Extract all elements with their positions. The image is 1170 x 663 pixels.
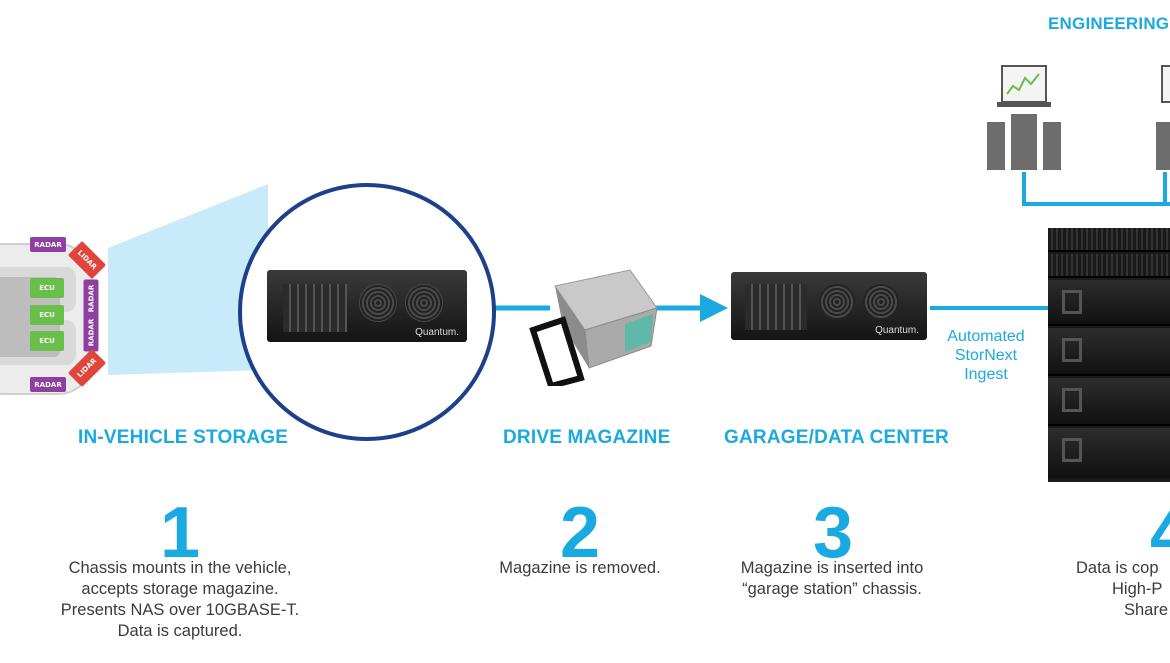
arrow-head-icon — [700, 294, 728, 322]
step-4-number: 4 — [1150, 497, 1170, 569]
drive-magazine-image — [529, 269, 658, 386]
rack-unit — [1048, 428, 1170, 478]
in-vehicle-chassis: Quantum. — [267, 270, 467, 342]
radar-tag-right-1: RADAR — [83, 279, 99, 318]
ingest-note: Automated StorNext Ingest — [940, 327, 1032, 384]
fan-icon — [405, 284, 443, 322]
step-2-description: Magazine is removed. — [460, 558, 700, 579]
garage-chassis: Quantum. — [731, 272, 927, 340]
rack-unit — [1048, 378, 1170, 426]
rack-unit — [1048, 228, 1170, 252]
ecu-tag-1: ECU — [30, 278, 64, 298]
engineering-heading: ENGINEERING — [1048, 14, 1170, 33]
description-line: Magazine is inserted into — [740, 559, 924, 577]
ecu-tag-3: ECU — [30, 331, 64, 351]
description-line: Data is captured. — [117, 622, 243, 640]
brand-label: Quantum. — [415, 327, 459, 338]
description-line: Presents NAS over 10GBASE-T. — [60, 601, 300, 619]
storage-rack — [1048, 228, 1170, 482]
rack-unit — [1048, 328, 1170, 376]
ingest-note-line: StorNext — [954, 347, 1018, 364]
step-3-heading: GARAGE/DATA CENTER — [724, 427, 949, 448]
ecu-tag-2: ECU — [30, 305, 64, 325]
fan-icon — [863, 284, 899, 320]
workstation-icon — [987, 65, 1061, 170]
rack-unit — [1048, 254, 1170, 278]
step-4-description: Data is cop High-P Share — [1076, 558, 1170, 621]
step-3-description: Magazine is inserted into “garage statio… — [712, 558, 952, 600]
step-1-heading: IN-VEHICLE STORAGE — [78, 427, 289, 448]
step-1-description: Chassis mounts in the vehicle, accepts s… — [20, 558, 340, 642]
brand-label: Quantum. — [875, 325, 919, 336]
description-line: Chassis mounts in the vehicle, — [68, 559, 292, 577]
radar-tag-top: RADAR — [30, 237, 66, 252]
radar-tag-bottom: RADAR — [30, 377, 66, 392]
description-line: High-P — [1112, 580, 1163, 598]
ingest-note-line: Automated — [947, 328, 1025, 345]
drive-bay — [745, 284, 807, 330]
ingest-note-line: Ingest — [964, 366, 1008, 383]
description-line: Data is cop — [1076, 559, 1159, 577]
description-line: Share — [1124, 601, 1169, 619]
step-2-heading: DRIVE MAGAZINE — [503, 427, 671, 448]
step-1-number: 1 — [159, 493, 201, 573]
description-line: accepts storage magazine. — [81, 580, 279, 598]
fan-icon — [359, 284, 397, 322]
drive-bay — [283, 284, 347, 332]
step-3-number: 3 — [812, 493, 854, 573]
rack-unit — [1048, 280, 1170, 326]
description-line: Magazine is removed. — [499, 559, 661, 577]
radar-tag-right-2: RADAR — [83, 313, 99, 352]
step-2-number: 2 — [559, 493, 601, 573]
description-line: “garage station” chassis. — [742, 580, 922, 598]
network-line — [1022, 172, 1170, 206]
fan-icon — [819, 284, 855, 320]
workstation-icon — [1156, 65, 1170, 170]
zoom-cone — [108, 184, 268, 375]
